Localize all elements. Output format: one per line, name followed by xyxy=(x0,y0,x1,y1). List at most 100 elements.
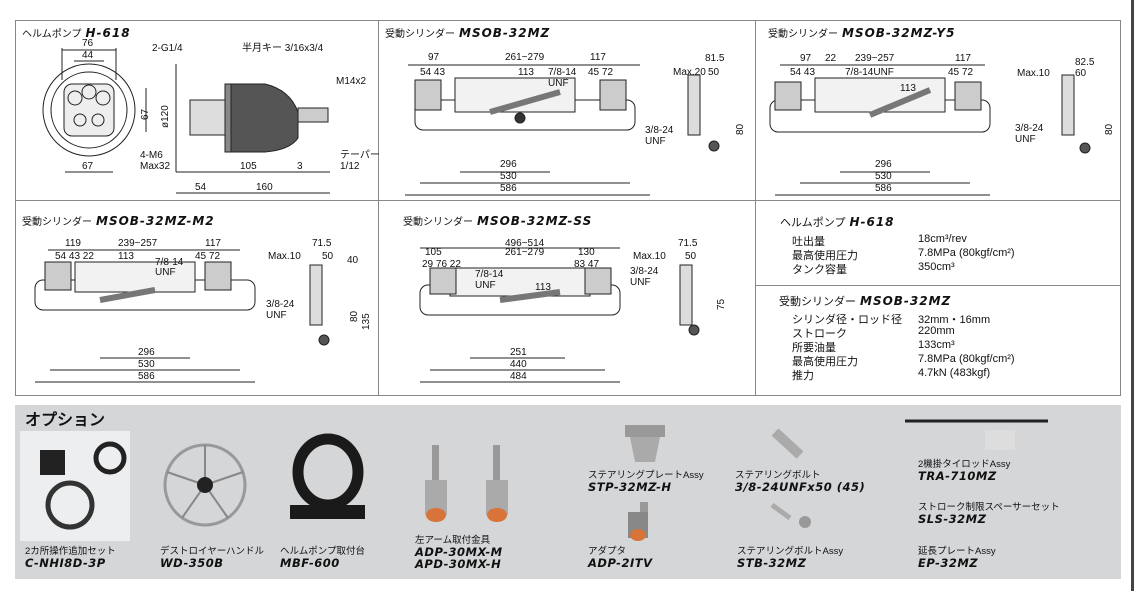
dim: 105 xyxy=(425,247,442,258)
spec-label: タンク容量 xyxy=(792,264,847,276)
option-code: EP-32MZ xyxy=(918,556,979,570)
dim: Max.10 xyxy=(268,251,301,262)
dim: 45 72 xyxy=(195,251,221,262)
pump-front-view xyxy=(42,48,147,173)
spec-label: 最高使用圧力 xyxy=(792,250,858,262)
spec-value: 4.7kN (483kgf) xyxy=(918,367,991,379)
spec-label: 最高使用圧力 xyxy=(792,356,858,368)
dim: 117 xyxy=(955,53,971,64)
spec-value: 32mm・16mm xyxy=(918,314,991,326)
dim: 530 xyxy=(138,359,155,370)
spec-value: 7.8MPa (80kgf/cm²) xyxy=(918,247,1015,259)
technical-drawings xyxy=(34,48,1091,383)
divider xyxy=(755,285,1121,286)
photo-wheel xyxy=(163,443,247,527)
dim: UNF xyxy=(630,277,651,288)
option-label: デストロイヤーハンドル xyxy=(160,546,265,557)
photo-mount xyxy=(290,433,365,519)
dim: 50 xyxy=(322,251,334,262)
dim: 54 xyxy=(195,182,207,193)
dim: 586 xyxy=(500,183,517,194)
option-code: TRA-710MZ xyxy=(918,469,997,483)
dim: 22 xyxy=(825,53,837,64)
spec-value: 18cm³/rev xyxy=(918,233,967,245)
dim: 105 xyxy=(240,161,257,172)
option-label: 2カ所操作追加セット xyxy=(25,546,116,557)
dim: 586 xyxy=(138,371,155,382)
option-code: 3/8-24UNFx50 (45) xyxy=(735,480,866,494)
dim: 296 xyxy=(138,347,155,358)
divider xyxy=(15,200,1121,201)
dim: 40 xyxy=(347,255,359,266)
dim: 82.5 xyxy=(1075,57,1095,68)
spec-label: 吐出量 xyxy=(792,236,825,248)
dim: 530 xyxy=(500,171,517,182)
dim: Max.10 xyxy=(633,251,666,262)
dim: 586 xyxy=(875,183,892,194)
dim: 7/8-14 xyxy=(475,269,504,280)
dim: 117 xyxy=(205,238,221,249)
photo-adapter xyxy=(628,502,648,541)
spec-value: 133cm³ xyxy=(918,339,955,351)
option-code: ADP-30MX-M xyxy=(415,545,503,559)
option-code: C-NHI8D-3P xyxy=(25,556,106,570)
dim: 3/8-24 xyxy=(630,266,659,277)
option-code: MBF-600 xyxy=(280,556,340,570)
option-label: ストローク制限スペーサーセット xyxy=(918,502,1060,513)
dim: 50 xyxy=(685,251,697,262)
option-label: 延長プレートAssy xyxy=(918,546,996,557)
option-label: ステアリングプレートAssy xyxy=(588,470,704,481)
dim: 45 72 xyxy=(948,67,974,78)
dim: 67 xyxy=(82,161,94,172)
dim: 54 43 xyxy=(790,67,816,78)
dim: 440 xyxy=(510,359,527,370)
dim: 54 43 22 xyxy=(55,251,94,262)
dim: 113 xyxy=(518,67,534,78)
dim: UNF xyxy=(475,280,496,291)
dim: 83 47 xyxy=(574,259,600,270)
option-code: STB-32MZ xyxy=(737,556,807,570)
dim: 117 xyxy=(590,52,606,63)
dim: 45 72 xyxy=(588,67,614,78)
option-label: アダプタ xyxy=(588,546,627,557)
dim: 3 xyxy=(297,161,303,172)
divider xyxy=(378,20,379,396)
dim: 261~279 xyxy=(505,247,545,258)
photo-bolt-assy xyxy=(770,502,811,528)
spec-label: ストローク xyxy=(792,328,847,340)
dim: 97 xyxy=(800,53,812,64)
spec-value: 7.8MPa (80kgf/cm²) xyxy=(918,353,1015,365)
option-label: ステアリングボルト xyxy=(735,470,821,481)
dim: 239~257 xyxy=(118,238,158,249)
dim: 4-M6 xyxy=(140,150,163,161)
dim: UNF xyxy=(1015,134,1036,145)
spec-label: 推力 xyxy=(792,370,814,382)
dim: 71.5 xyxy=(678,238,698,249)
spec-label: 所要油量 xyxy=(792,342,836,354)
page-edge xyxy=(1131,0,1134,591)
dim: 81.5 xyxy=(705,53,725,64)
dim: 1/12 xyxy=(340,161,360,172)
dim: 160 xyxy=(256,182,273,193)
dim: 97 xyxy=(428,52,440,63)
dim: UNF xyxy=(155,267,176,278)
dim: 130 xyxy=(578,247,595,258)
spec-label: シリンダ径・ロッド径 xyxy=(792,314,902,326)
dim: 251 xyxy=(510,347,527,358)
dim: 3/8-24 xyxy=(266,299,295,310)
dim: 71.5 xyxy=(312,238,332,249)
option-code: WD-350B xyxy=(160,556,224,570)
option-code: SLS-32MZ xyxy=(918,512,987,526)
cylinder-drawing-3 xyxy=(34,249,330,383)
dim: 113 xyxy=(900,83,916,94)
dim: 3/8-24 xyxy=(1015,123,1044,134)
dim: 76 xyxy=(82,38,94,49)
dim: 2-G1/4 xyxy=(152,43,183,54)
dim: Max32 xyxy=(140,161,171,172)
dim: 半月キー 3/16x3/4 xyxy=(242,43,324,54)
